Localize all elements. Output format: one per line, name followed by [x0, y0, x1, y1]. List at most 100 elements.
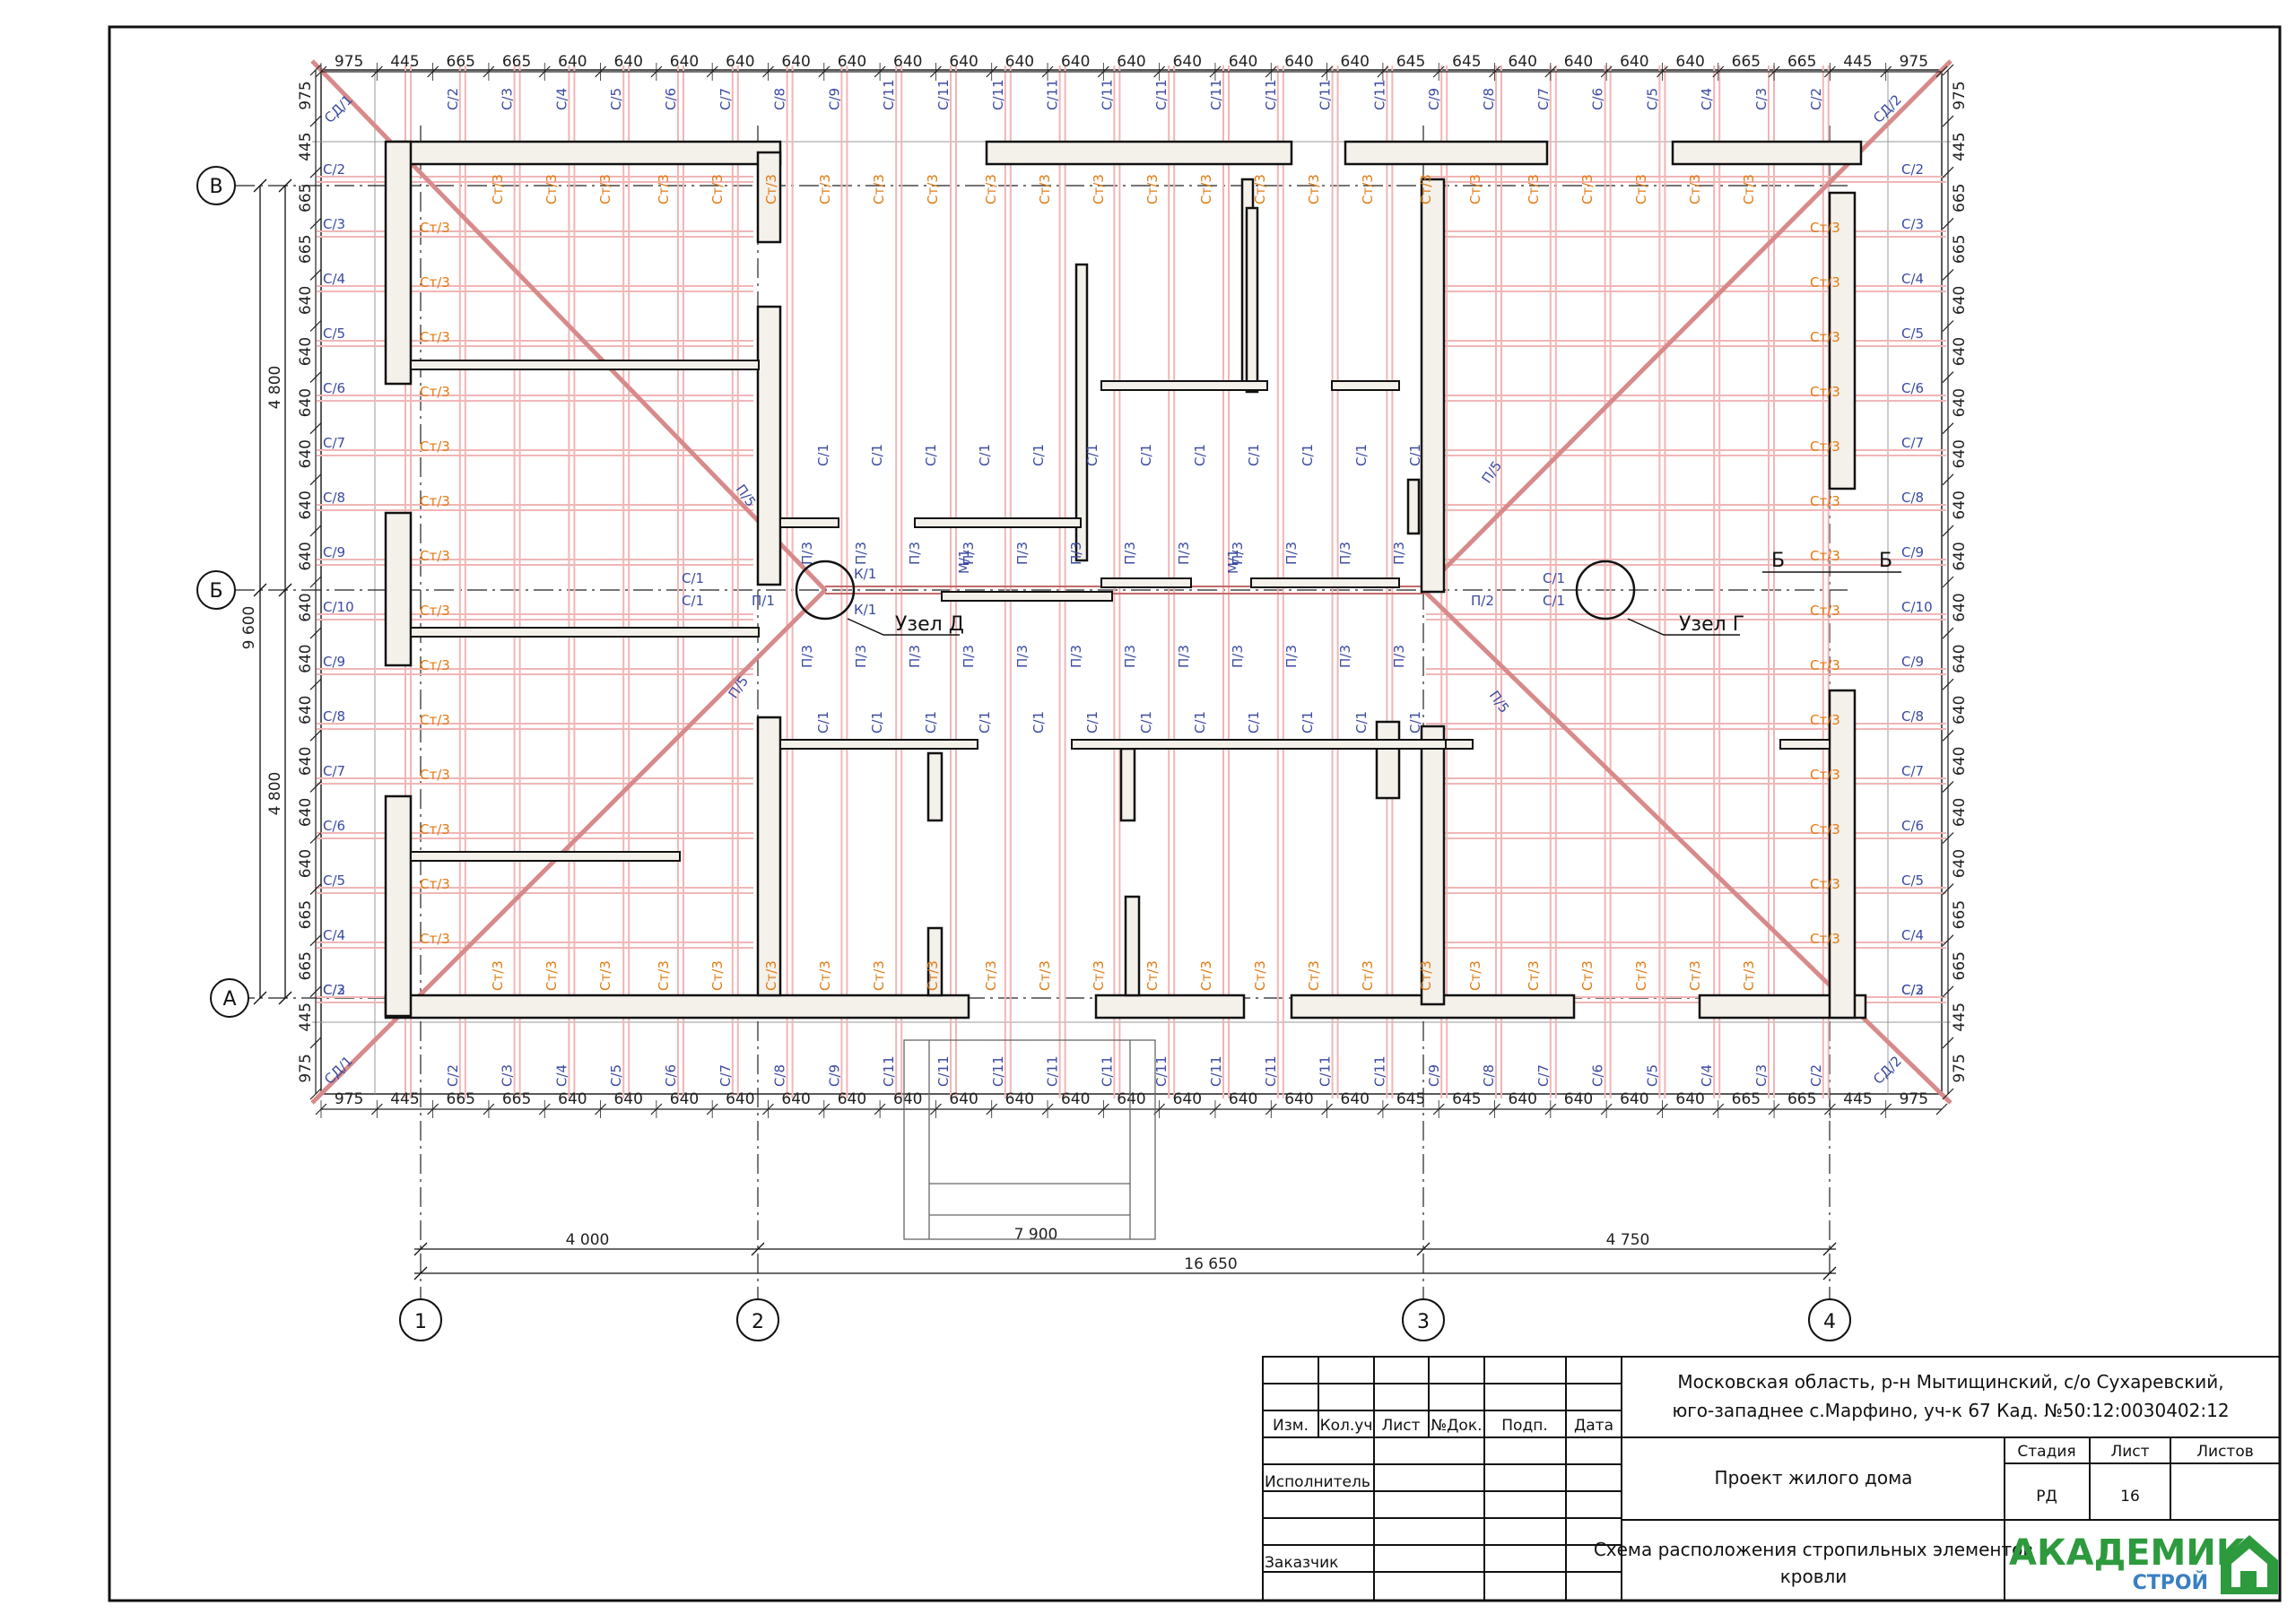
rafter-label-bottom-24: С/3	[1753, 1064, 1770, 1087]
hip-rafter-3	[1422, 588, 1952, 1105]
dim-bottom-value-18: 640	[1341, 1090, 1370, 1108]
node-d-label: Узел Д	[895, 613, 964, 636]
post-label-top-23: Ст/3	[1741, 174, 1757, 204]
rafter-label-top-8: С/11	[881, 79, 897, 110]
post-label-bottom-3: Ст/3	[656, 960, 672, 991]
dim-left-tick-17	[309, 934, 322, 947]
rafter-label-top-5: С/7	[718, 88, 734, 110]
wall-layer	[384, 140, 1867, 1020]
rafter-label-left-0: С/2	[323, 161, 345, 178]
rafter-label-right-1: С/3	[1901, 216, 1924, 232]
s1-label-bottom-7: С/1	[1192, 711, 1208, 733]
rafter-label-top-13: С/11	[1153, 79, 1170, 110]
post-label-bottom-17: Ст/3	[1418, 960, 1434, 991]
dim-bottom-value-2: 665	[447, 1090, 475, 1108]
dim-left-value-18: 445	[297, 1002, 315, 1031]
dim-left-tick-6	[309, 371, 322, 384]
company-logo: АКАДЕМИК СТРОЙ	[2009, 1532, 2278, 1594]
dim-bottom-value-23: 640	[1620, 1090, 1648, 1108]
s1-label-bottom-4: С/1	[1031, 711, 1047, 733]
axis-number-4: 4	[1823, 1311, 1836, 1333]
post-label-top-6: Ст/3	[817, 174, 833, 204]
rafter-label-bottom-19: С/8	[1481, 1064, 1497, 1087]
dim-bottom-value-6: 640	[670, 1090, 699, 1108]
horizontal-dimensions	[413, 1242, 1837, 1280]
rafter-label-right-14: С/4	[1901, 927, 1924, 943]
s1-label-top-1: С/1	[869, 444, 885, 466]
rafter-label-bottom-25: С/2	[1808, 1064, 1824, 1087]
node-g-callout: Узел Г	[1575, 560, 1744, 636]
dim-left-value-11: 640	[297, 644, 315, 673]
post-label-top-13: Ст/3	[1198, 174, 1214, 204]
axis-marker-a: А	[210, 978, 249, 1018]
dim-top-value-17: 640	[1284, 53, 1313, 71]
tb-col-koluch: Кол.уч	[1320, 1417, 1373, 1435]
dim-top-value-8: 640	[781, 53, 810, 71]
rafter-label-bottom-17: С/11	[1371, 1055, 1387, 1087]
p3-label-bottom-10: П/3	[1337, 645, 1353, 668]
dim-left-value-8: 640	[297, 490, 315, 519]
post-label-right-9: Ст/3	[1810, 657, 1840, 673]
s1-label-bottom-6: С/1	[1138, 711, 1154, 733]
post-label-top-18: Ст/3	[1467, 174, 1483, 204]
s1-label-top-2: С/1	[923, 444, 939, 466]
partition-11	[1445, 739, 1474, 750]
partition-4	[914, 517, 1082, 528]
dim-right-value-14: 640	[1951, 798, 1969, 827]
post-label-right-8: Ст/3	[1810, 603, 1840, 619]
axis-marker-2: 2	[736, 1298, 779, 1341]
p3-label-top-2: П/3	[907, 542, 923, 565]
partition-9	[779, 739, 978, 750]
m1-label-1: М/1	[1225, 549, 1241, 574]
dim-left-value-2: 665	[297, 184, 315, 213]
dim-right-tick-10	[1942, 576, 1954, 588]
s1-label-top-11: С/1	[1407, 444, 1423, 466]
partition-7	[1100, 577, 1192, 588]
rafter-label-right-15: С/3	[1901, 982, 1924, 998]
dim-left-tick-end	[309, 1088, 322, 1100]
dim-left-tick-3	[309, 217, 322, 230]
dim-right-tick-12	[1942, 678, 1954, 690]
rafter-label-left-15: С/3	[323, 982, 345, 998]
s1-label-top-9: С/1	[1300, 444, 1316, 466]
dim-right-tick-8	[1942, 473, 1954, 486]
tb-project: Проект жилого дома	[1715, 1467, 1913, 1488]
post-label-right-3: Ст/3	[1810, 329, 1840, 345]
post-label-right-6: Ст/3	[1810, 493, 1840, 509]
dim-left-value-12: 640	[297, 696, 315, 725]
post-label-right-12: Ст/3	[1810, 821, 1840, 838]
rafter-label-top-25: С/2	[1808, 88, 1824, 110]
post-label-bottom-0: Ст/3	[490, 960, 506, 991]
post-label-top-19: Ст/3	[1526, 174, 1542, 204]
post-label-top-2: Ст/3	[597, 174, 613, 204]
dim-left-tick-19	[309, 1037, 322, 1049]
rafter-label-bottom-4: С/6	[663, 1064, 679, 1087]
rafter-label-bottom-7: С/9	[826, 1064, 842, 1087]
post-label-top-3: Ст/3	[656, 174, 672, 204]
wall-10	[384, 794, 413, 1018]
wall-3	[1671, 140, 1863, 166]
p3-label-bottom-7: П/3	[1176, 645, 1192, 668]
corner-label-3: СД/2	[1870, 1053, 1905, 1088]
dim-bottom-value-21: 640	[1508, 1090, 1536, 1108]
dim-right-value-0: 975	[1951, 81, 1969, 109]
s1-ridge-label-2: С/1	[1543, 570, 1565, 586]
dim-top-value-11: 640	[949, 53, 978, 71]
tb-col-ndok: №Док.	[1431, 1417, 1482, 1435]
dim-top-value-4: 640	[558, 53, 587, 71]
dim-right-tick-2	[1942, 166, 1954, 178]
post-label-left-4: Ст/3	[420, 384, 450, 400]
rafter-label-top-9: С/11	[935, 79, 952, 110]
s1-label-bottom-9: С/1	[1300, 711, 1316, 733]
rafter-label-top-4: С/6	[663, 88, 679, 110]
post-label-left-5: Ст/3	[420, 438, 450, 455]
dim-right-value-2: 665	[1951, 184, 1969, 213]
p3-label-top-1: П/3	[853, 542, 869, 565]
s1-ridge-label-1: С/1	[682, 593, 704, 609]
post-label-right-10: Ст/3	[1810, 712, 1840, 728]
dim-right-tick-6	[1942, 371, 1954, 384]
dim-bottom-value-28: 975	[1900, 1090, 1928, 1108]
dim-right-value-19: 975	[1951, 1054, 1969, 1082]
partition-5	[1100, 380, 1268, 391]
s1-label-bottom-10: С/1	[1353, 711, 1370, 733]
